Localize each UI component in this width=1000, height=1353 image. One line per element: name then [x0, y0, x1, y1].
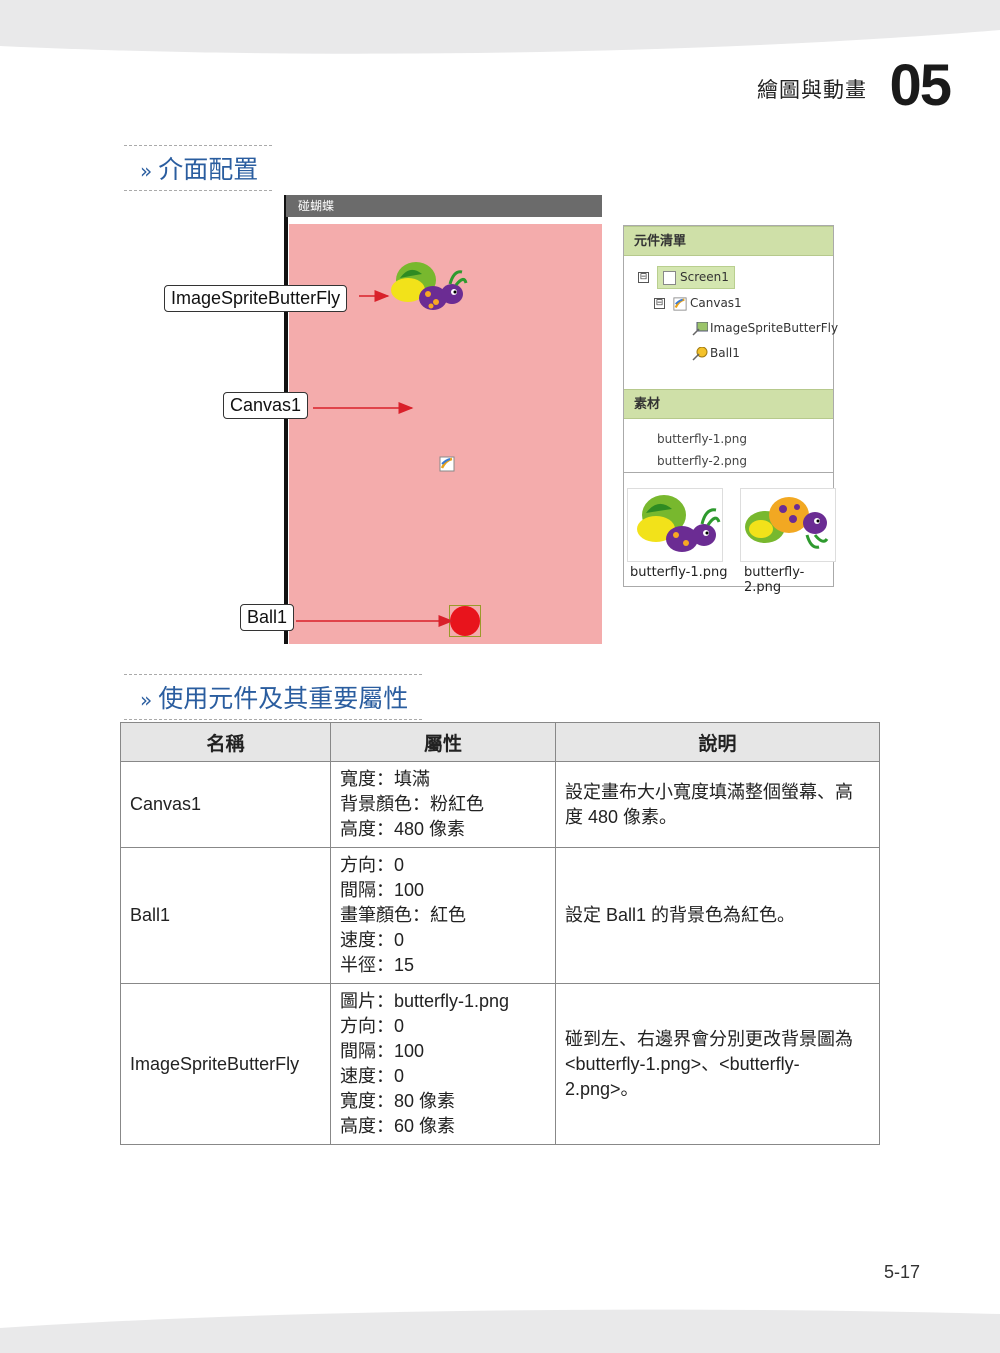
- tree-item-imagesprite[interactable]: ImageSpriteButterFly: [692, 321, 838, 336]
- cell-name: ImageSpriteButterFly: [120, 983, 331, 1145]
- ball-icon: [692, 346, 708, 361]
- column-header-desc: 說明: [555, 722, 880, 762]
- column-header-props: 屬性: [330, 722, 556, 762]
- chapter-number: 05: [889, 53, 951, 118]
- cell-desc: 設定 Ball1 的背景色為紅色。: [555, 847, 880, 984]
- screen-icon: [663, 270, 676, 285]
- callout-arrows: [296, 290, 454, 627]
- section-heading-text: 使用元件及其重要屬性: [158, 684, 409, 713]
- media-item[interactable]: butterfly-1.png: [657, 432, 748, 446]
- section-heading-text: 介面配置: [158, 155, 259, 184]
- thumbnail-caption: butterfly-2.png: [744, 565, 805, 595]
- canvas-icon: [439, 456, 455, 472]
- collapse-toggle-icon[interactable]: ⊟: [654, 298, 665, 309]
- callout-label-sprite: ImageSpriteButterFly: [164, 285, 348, 312]
- top-decoration-band: [0, 0, 1000, 54]
- tree-item-canvas1[interactable]: ⊟Canvas1: [654, 296, 742, 311]
- butterfly-1-thumbnail: [627, 488, 723, 562]
- image-sprite-icon: [692, 321, 709, 336]
- page-number: 5-17: [883, 1262, 920, 1282]
- ball-object: [450, 606, 480, 636]
- media-item[interactable]: butterfly-2.png: [657, 454, 748, 468]
- collapse-toggle-icon[interactable]: ⊟: [638, 272, 649, 283]
- panel-divider: [624, 472, 833, 473]
- table-row: Ball1 方向：0 間隔：100 畫筆顏色：紅色 速度：0 半徑：15 設定 …: [120, 847, 880, 984]
- cell-props: 寬度：填滿 背景顏色：粉紅色 高度：480 像素: [330, 761, 556, 848]
- chevron-right-icon: »: [140, 688, 153, 712]
- cell-desc: 設定畫布大小寬度填滿整個螢幕、高度 480 像素。: [555, 761, 880, 848]
- table-row: Canvas1 寬度：填滿 背景顏色：粉紅色 高度：480 像素 設定畫布大小寬…: [120, 761, 880, 848]
- cell-desc: 碰到左、右邊界會分別更改背景圖為 <butterfly-1.png>、<butt…: [555, 983, 880, 1145]
- chapter-title: 繪圖與動畫: [757, 78, 867, 102]
- butterfly-sprite-image: [391, 262, 468, 310]
- callout-label-ball: Ball1: [240, 604, 295, 631]
- callout-label-canvas: Canvas1: [223, 392, 309, 419]
- section-heading-components: »使用元件及其重要屬性: [124, 674, 423, 720]
- cell-props: 圖片：butterfly-1.png 方向：0 間隔：100 速度：0 寬度：8…: [330, 983, 556, 1145]
- media-panel-title: 素材: [624, 389, 833, 419]
- cell-name: Canvas1: [120, 761, 331, 848]
- cell-props: 方向：0 間隔：100 畫筆顏色：紅色 速度：0 半徑：15: [330, 847, 556, 984]
- chevron-right-icon: »: [140, 159, 153, 183]
- components-panel: 元件清單 ⊟Screen1 ⊟Canvas1 ImageSpriteButter…: [623, 225, 838, 595]
- table-row: ImageSpriteButterFly 圖片：butterfly-1.png …: [120, 983, 880, 1145]
- canvas-icon: [673, 296, 687, 311]
- components-panel-title: 元件清單: [624, 226, 833, 256]
- table-header-row: 名稱 屬性 說明: [120, 722, 880, 762]
- column-header-name: 名稱: [120, 722, 331, 762]
- phone-frame-edge: [284, 195, 288, 644]
- cell-name: Ball1: [120, 847, 331, 984]
- bottom-decoration-band: [0, 1309, 1000, 1353]
- screen-title-bar: 碰蝴蝶: [286, 195, 602, 217]
- tree-item-screen1[interactable]: ⊟Screen1: [638, 266, 735, 289]
- butterfly-2-thumbnail: [740, 488, 836, 562]
- properties-table: 名稱 屬性 說明 Canvas1 寬度：填滿 背景顏色：粉紅色 高度：480 像…: [120, 722, 880, 1145]
- section-heading-layout: »介面配置: [124, 145, 273, 191]
- thumbnail-caption: butterfly-1.png: [630, 565, 728, 580]
- tree-item-ball1[interactable]: Ball1: [692, 346, 740, 361]
